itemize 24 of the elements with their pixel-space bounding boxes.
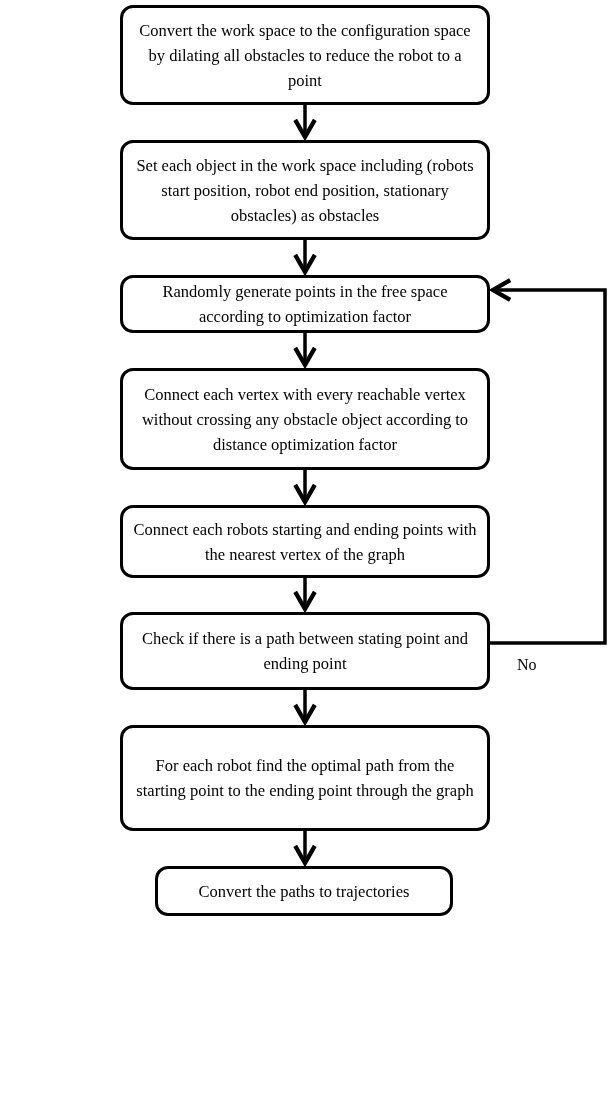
process-box — [120, 505, 490, 578]
arrow — [490, 278, 607, 645]
box-text: Check if there is a path between stating point and ending point — [141, 628, 469, 675]
box-text: Randomly generate points in the free space according to optimization factor — [161, 281, 449, 328]
arrow — [293, 470, 317, 505]
arrow — [293, 578, 317, 612]
process-box — [120, 612, 490, 690]
process-box — [120, 368, 490, 470]
box-text: Connect each vertex with every reachable vertex without crossing any obstacle object according to distance optimization factor — [140, 383, 470, 456]
box-text: Connect each robots starting and ending points with the nearest vertex of the graph — [133, 518, 477, 566]
arrow — [293, 240, 317, 275]
process-box — [120, 275, 490, 333]
arrow — [293, 831, 317, 866]
box-text: For each robot find the optimal path from the starting point to the ending point through the graph — [135, 755, 475, 802]
process-box — [155, 866, 453, 916]
arrow — [293, 333, 317, 368]
process-box — [120, 725, 490, 831]
process-box — [120, 5, 490, 105]
box-text: Convert the paths to trajectories — [198, 880, 410, 903]
process-box — [120, 140, 490, 240]
box-text: Convert the work space to the configuration space by dilating all obstacles to reduce the robot to a point — [138, 19, 472, 92]
box-text: Set each object in the work space including (robots start position, robot end position, stationary obstacles) as obstacles — [135, 154, 475, 227]
arrow — [293, 105, 317, 140]
arrow — [293, 690, 317, 725]
